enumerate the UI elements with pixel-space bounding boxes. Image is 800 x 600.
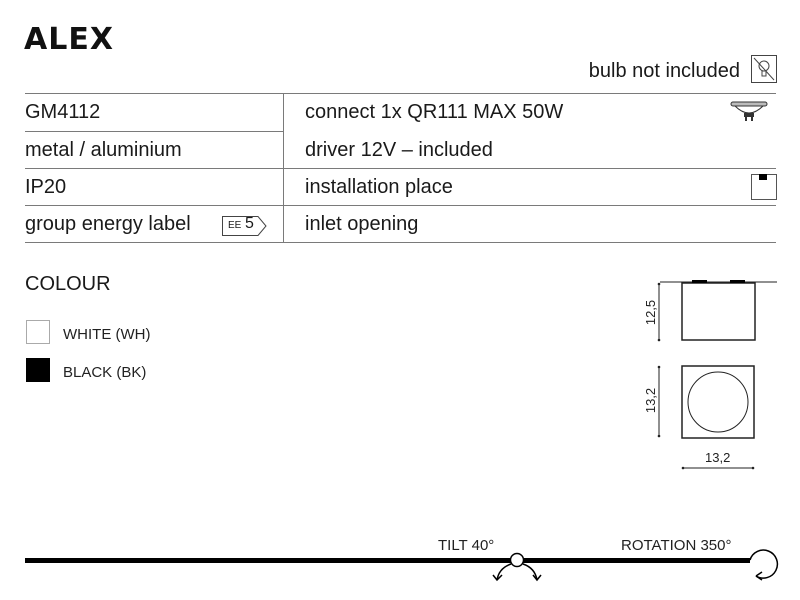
divider [283,93,284,243]
spec-inlet: inlet opening [305,213,419,235]
bulb-note: bulb not included [588,60,740,82]
dimension-depth: 13,2 [643,387,659,414]
colour-title: COLOUR [25,273,111,295]
no-bulb-icon [751,55,777,83]
colour-label-black: BLACK (BK) [63,364,147,381]
spec-energy: group energy label [25,213,191,235]
dimension-width: 13,2 [705,450,731,465]
ceiling-mount-icon [751,174,777,200]
spec-material: metal / aluminium [25,139,182,161]
energy-label-value: 5 [245,215,254,232]
divider [25,93,776,94]
rotation-label: ROTATION 350° [621,537,732,554]
spec-driver: driver 12V – included [305,139,493,161]
divider [25,242,776,243]
colour-swatch-black[interactable] [26,358,50,382]
dimension-drawing [657,280,777,470]
qr111-bulb-icon [730,101,768,121]
divider [25,168,776,169]
divider [25,131,283,132]
spec-code: GM4112 [25,101,101,123]
spec-installation: installation place [305,176,453,198]
energy-label-prefix: EE [228,220,242,231]
divider [25,205,776,206]
product-title: ALEX [24,22,114,57]
tilt-label: TILT 40° [438,537,495,554]
energy-label-badge [222,216,267,236]
adjust-bar [25,549,779,582]
colour-label-white: WHITE (WH) [63,326,151,343]
spec-bulb: connect 1x QR111 MAX 50W [305,101,564,123]
dimension-height: 12,5 [643,299,659,326]
spec-ip: IP20 [25,176,67,198]
colour-swatch-white[interactable] [26,320,50,344]
